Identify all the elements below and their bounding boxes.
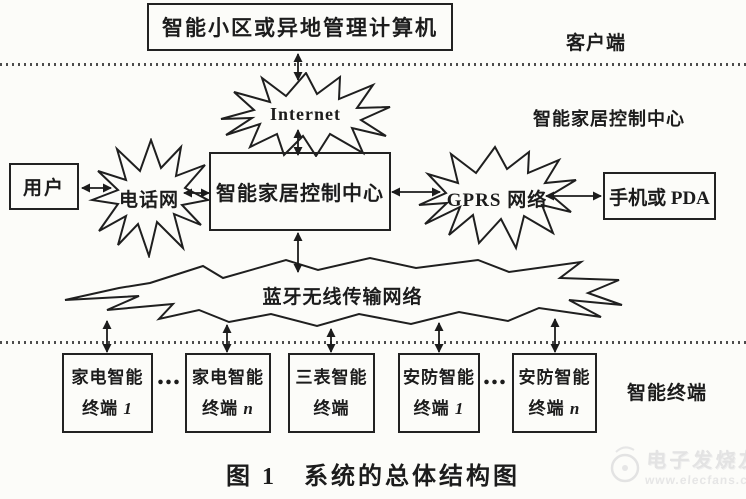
node-terminal-appliance-1: 家电智能 终端 1	[62, 353, 153, 433]
watermark-brand: 电子发烧友	[645, 449, 746, 472]
node-terminal-meters: 三表智能 终端	[288, 353, 375, 433]
telephone-starburst-shape	[88, 138, 210, 258]
node-terminal-security-1: 安防智能 终端 1	[398, 353, 480, 433]
terminal-line1: 三表智能	[295, 368, 368, 387]
node-terminal-security-n: 安防智能 终端 n	[512, 353, 597, 433]
terminal-region-separator	[0, 341, 746, 344]
internet-label: Internet	[270, 104, 341, 124]
telephone-network-label: 电话网	[118, 189, 179, 211]
node-management-computer: 智能小区或异地管理计算机	[147, 3, 453, 51]
terminal-line1: 家电智能	[192, 368, 264, 387]
ellipsis-security: ...	[483, 360, 507, 391]
node-user: 用户	[9, 163, 79, 210]
node-bluetooth-network: 蓝牙无线传输网络	[60, 253, 625, 337]
node-telephone-network: 电话网	[88, 138, 210, 258]
node-internet: Internet	[218, 72, 393, 157]
watermark-url: www.elecfans.com	[644, 472, 746, 487]
node-gprs-network: GPRS 网络	[416, 145, 578, 251]
figure-caption: 图 1 系统的总体结构图	[226, 464, 520, 490]
terminal-line1: 家电智能	[71, 368, 144, 387]
internet-starburst-shape	[220, 72, 391, 157]
bluetooth-network-label: 蓝牙无线传输网络	[262, 286, 423, 308]
watermark-text: 电子发烧友 www.elecfans.com	[644, 444, 746, 487]
terminal-line1: 安防智能	[518, 368, 591, 387]
terminal-line1: 安防智能	[403, 368, 475, 387]
node-control-center: 智能家居控制中心	[209, 152, 391, 231]
terminal-line2: 终端 n	[528, 399, 581, 418]
elecfans-logo-icon	[610, 446, 640, 483]
terminal-line2: 终端	[313, 399, 350, 418]
terminal-line2: 终端 n	[202, 399, 254, 418]
client-region-separator	[0, 63, 746, 66]
ellipsis-appliance: ...	[157, 360, 181, 391]
terminal-line2: 终端 1	[82, 399, 133, 418]
gprs-network-label: GPRS 网络	[446, 189, 548, 211]
region-label-control-center: 智能家居控制中心	[533, 109, 685, 129]
region-label-terminals: 智能终端	[627, 383, 708, 404]
node-terminal-appliance-n: 家电智能 终端 n	[185, 353, 271, 433]
bluetooth-banner-shape	[64, 256, 623, 328]
node-mobile-pda: 手机或 PDA	[603, 172, 716, 220]
watermark: 电子发烧友 www.elecfans.com	[610, 442, 746, 488]
region-label-client: 客户端	[566, 33, 627, 54]
terminal-line2: 终端 1	[413, 399, 465, 418]
